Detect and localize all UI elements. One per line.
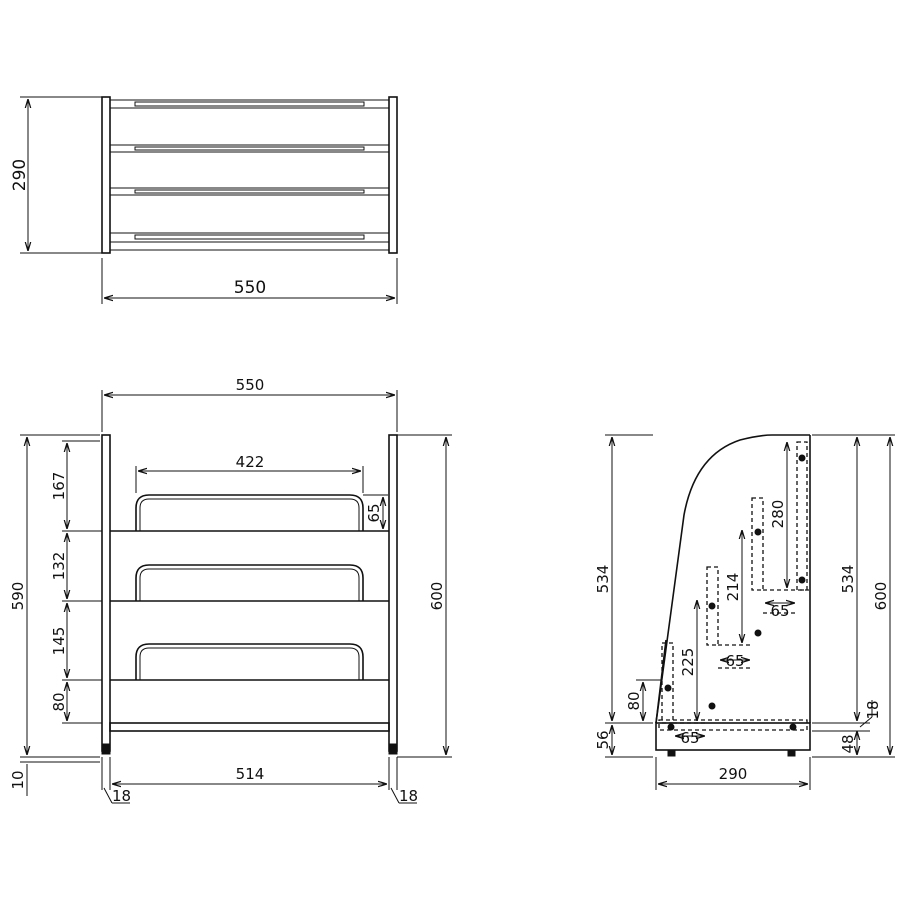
top-view-right-post [388, 96, 398, 254]
side-view-right-height-dimension: 534 48 18 [812, 434, 895, 758]
front-view-between-legs-label: 514 [236, 765, 265, 783]
side-view-step-label-1: 65 [680, 729, 699, 747]
front-view-rail-width-label: 422 [236, 453, 265, 471]
side-view-overall-height-dimension: 600 [872, 437, 890, 755]
front-view-right-foot [388, 743, 398, 755]
side-view-step-label-3: 65 [770, 602, 789, 620]
front-view-right-leg-label: 18 [399, 787, 418, 805]
side-view-rise-label-2: 214 [724, 573, 742, 602]
top-view-width-dimension: 550 [101, 258, 398, 304]
front-view-overall-height-dimension: 600 [397, 434, 452, 758]
top-view-shelves [109, 99, 390, 251]
side-view-left-height-label: 534 [594, 565, 612, 594]
front-view-right-post [388, 434, 398, 752]
front-view-inner-height-label: 590 [9, 582, 27, 611]
side-view-front-foot [667, 749, 676, 757]
side-view-rise-label-3: 280 [769, 500, 787, 529]
front-view-rail-1 [135, 494, 364, 531]
front-view-rail-height-label: 65 [365, 503, 383, 522]
front-view-spacing-label-4: 80 [50, 692, 68, 711]
side-view-right-top-label: 18 [864, 700, 882, 719]
front-view-rail-3 [135, 643, 364, 680]
side-view: 534 56 80 65 65 65 225 214 280 [594, 434, 895, 790]
side-view-overall-height-label: 600 [872, 582, 890, 611]
side-view-right-height-label: 534 [839, 565, 857, 594]
side-view-base-height-label: 56 [594, 730, 612, 749]
side-view-rise-label-1: 225 [679, 648, 697, 677]
front-view-spacing-label-2: 132 [50, 552, 68, 581]
front-view-inner-height-dimension: 590 10 [9, 434, 100, 796]
front-view-spacing-label-1: 167 [50, 472, 68, 501]
front-view: 550 422 65 167 132 1 [9, 376, 452, 805]
side-view-fasteners [664, 454, 806, 731]
top-view: 290 550 [10, 96, 398, 304]
front-view-rail-height-dimension: 65 [363, 494, 388, 532]
front-view-overall-width-dimension: 550 [101, 376, 398, 432]
side-view-curved-profile [655, 434, 810, 724]
top-view-height-dimension: 290 [10, 96, 102, 254]
side-view-depth-dimension: 290 [655, 757, 811, 790]
front-view-leg-width-dimensions: 18 18 [101, 757, 418, 805]
front-view-base-shelf [109, 722, 390, 732]
side-view-step-depth-dimensions: 65 65 65 [675, 602, 795, 747]
side-view-left-height-dimension: 534 56 [594, 434, 653, 758]
top-view-height-label: 290 [10, 159, 30, 191]
side-view-rise-dimensions: 225 214 280 [679, 442, 787, 721]
side-view-lower-step-label: 80 [625, 691, 643, 710]
front-view-rail-2 [135, 564, 364, 601]
front-view-spacing-label-3: 145 [50, 627, 68, 656]
front-view-overall-width-label: 550 [236, 376, 265, 394]
front-view-left-foot [101, 743, 111, 755]
front-view-foot-height-label: 10 [9, 770, 27, 789]
side-view-base [655, 722, 811, 751]
side-view-right-base-label: 48 [839, 734, 857, 753]
front-view-rail-width-dimension: 422 [135, 453, 364, 493]
front-view-left-post [101, 434, 111, 752]
front-view-spacing-dimensions: 167 132 145 80 [50, 440, 102, 724]
front-view-left-leg-label: 18 [112, 787, 131, 805]
side-view-back-foot [787, 749, 796, 757]
top-view-width-label: 550 [234, 278, 266, 298]
side-view-front-glass [655, 639, 667, 724]
front-view-overall-height-label: 600 [428, 582, 446, 611]
side-view-depth-label: 290 [719, 765, 748, 783]
front-view-between-legs-dimension: 514 [109, 757, 390, 790]
side-view-step-label-2: 65 [725, 652, 744, 670]
side-view-lower-step-dimension: 80 [625, 679, 662, 721]
side-view-hidden-steps [658, 441, 810, 731]
top-view-left-post [101, 96, 111, 254]
